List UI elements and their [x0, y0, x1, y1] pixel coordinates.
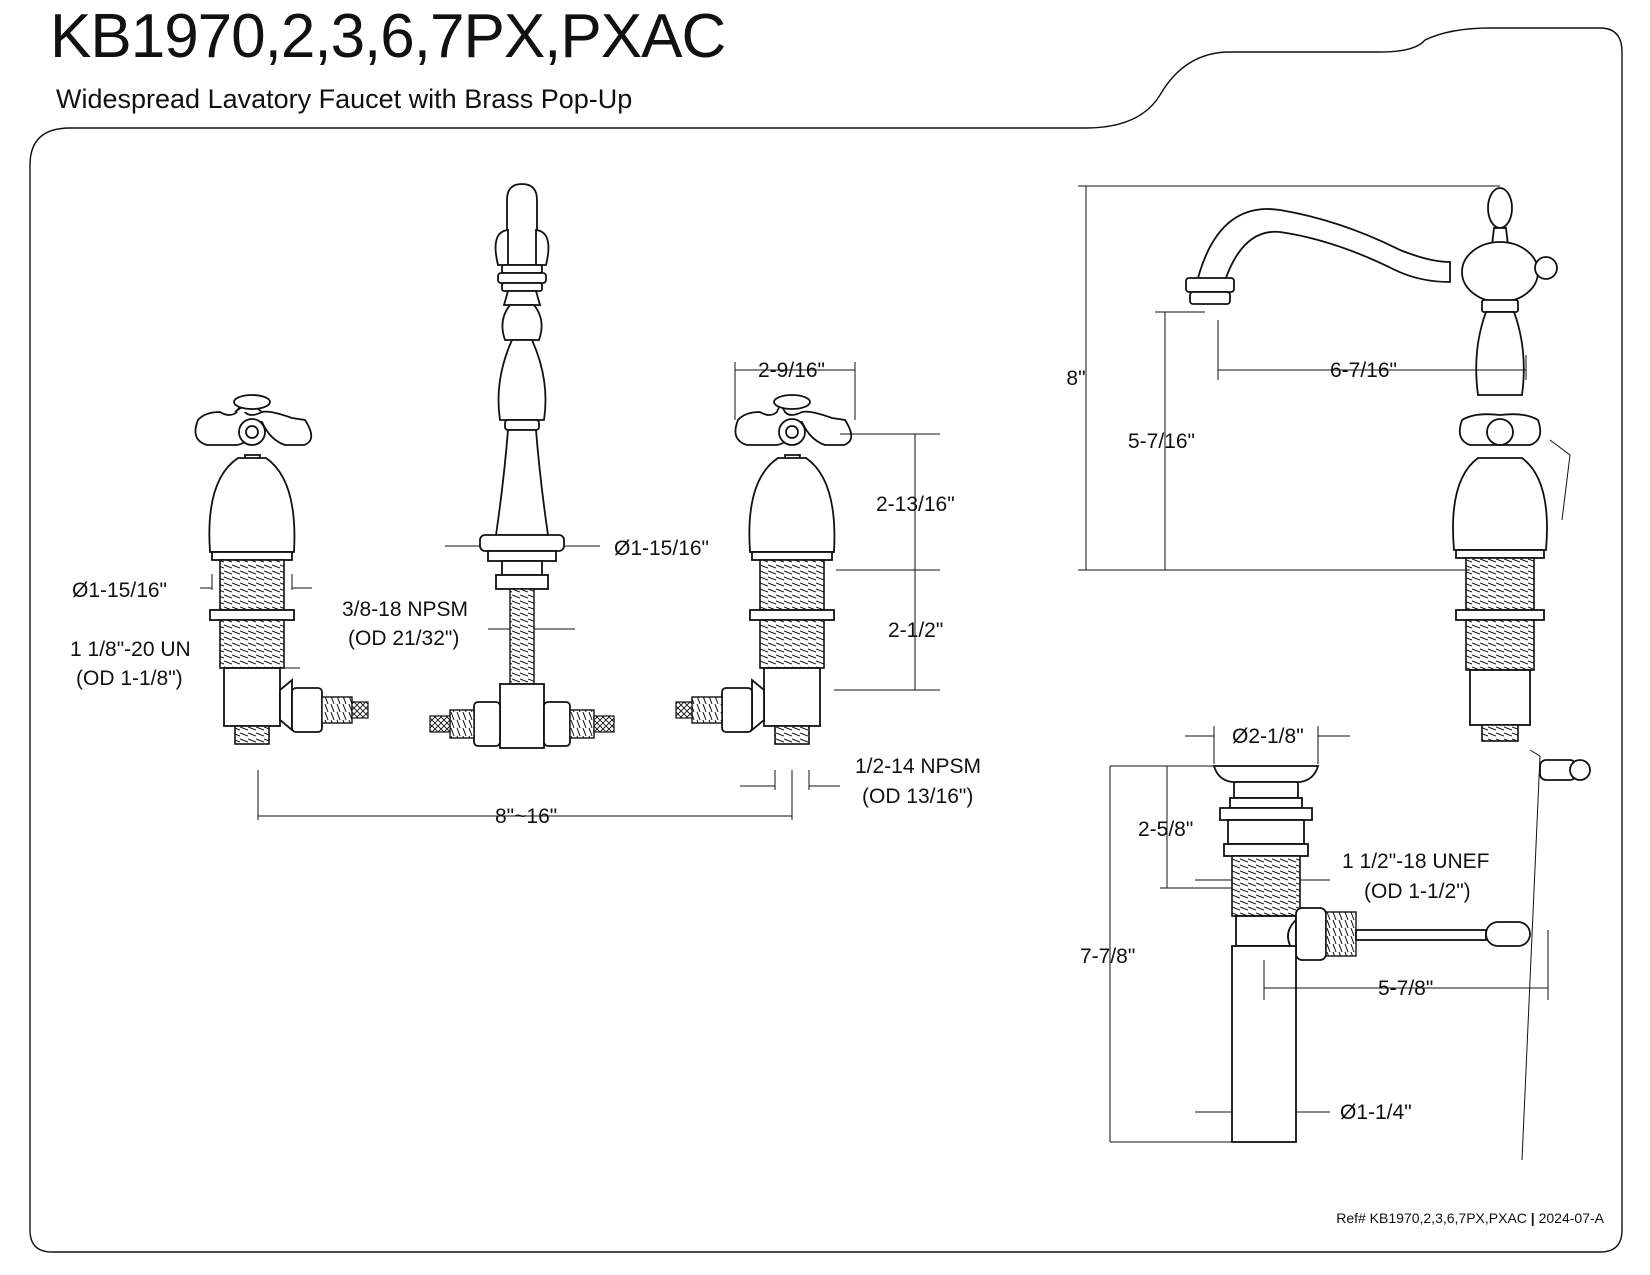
drain-total-height-label: 7-7/8" [1080, 945, 1135, 968]
drain-flange-diameter-label: Ø2-1/8" [1232, 725, 1304, 748]
handle-width-label: 2-9/16" [758, 359, 825, 382]
ref-separator: | [1527, 1210, 1539, 1226]
product-description: Widespread Lavatory Faucet with Brass Po… [56, 84, 633, 114]
inlet-thread-od-label: (OD 13/16") [862, 785, 973, 808]
tailpiece-diameter-label: Ø1-1/4" [1340, 1101, 1412, 1124]
center-spread-label: 8"~16" [495, 805, 557, 828]
center-spout [429, 183, 615, 749]
dimension-lines [200, 185, 1549, 1143]
inlet-thread-label: 1/2-14 NPSM [855, 755, 981, 778]
shank-length-label: 2-1/2" [888, 619, 943, 642]
spout-clearance-label: 5-7/16" [1128, 430, 1195, 453]
handle-height-label: 2-13/16" [876, 493, 955, 516]
spout-reach-label: 6-7/16" [1330, 359, 1397, 382]
left-thread-label: 1 1/8"-20 UN [70, 638, 191, 661]
left-thread-od-label: (OD 1-1/8") [76, 667, 183, 690]
side-view-faucet [1185, 187, 1591, 1161]
model-title: KB1970,2,3,6,7PX,PXAC [50, 2, 726, 71]
spout-thread-od-label: (OD 21/32") [348, 627, 459, 650]
drain-thread-label: 1 1/2"-18 UNEF [1342, 850, 1490, 873]
drawing-frame [29, 27, 1623, 1253]
ref-number-text: Ref# KB1970,2,3,6,7PX,PXAC [1336, 1210, 1527, 1226]
overall-height-label: 8" [1066, 367, 1085, 390]
drain-upper-height-label: 2-5/8" [1138, 818, 1193, 841]
revision-text: 2024-07-A [1539, 1210, 1605, 1226]
spout-base-diameter-label: Ø1-15/16" [614, 537, 709, 560]
pop-up-drain [1212, 765, 1531, 1143]
right-handle-valve [675, 394, 853, 745]
drain-thread-od-label: (OD 1-1/2") [1364, 880, 1471, 903]
spout-thread-label: 3/8-18 NPSM [342, 598, 468, 621]
left-handle-diameter-label: Ø1-15/16" [72, 579, 167, 602]
left-handle-valve [194, 394, 369, 745]
reference-number: Ref# KB1970,2,3,6,7PX,PXAC | 2024-07-A [1336, 1210, 1604, 1226]
drain-rod-reach-label: 5-7/8" [1378, 977, 1433, 1000]
